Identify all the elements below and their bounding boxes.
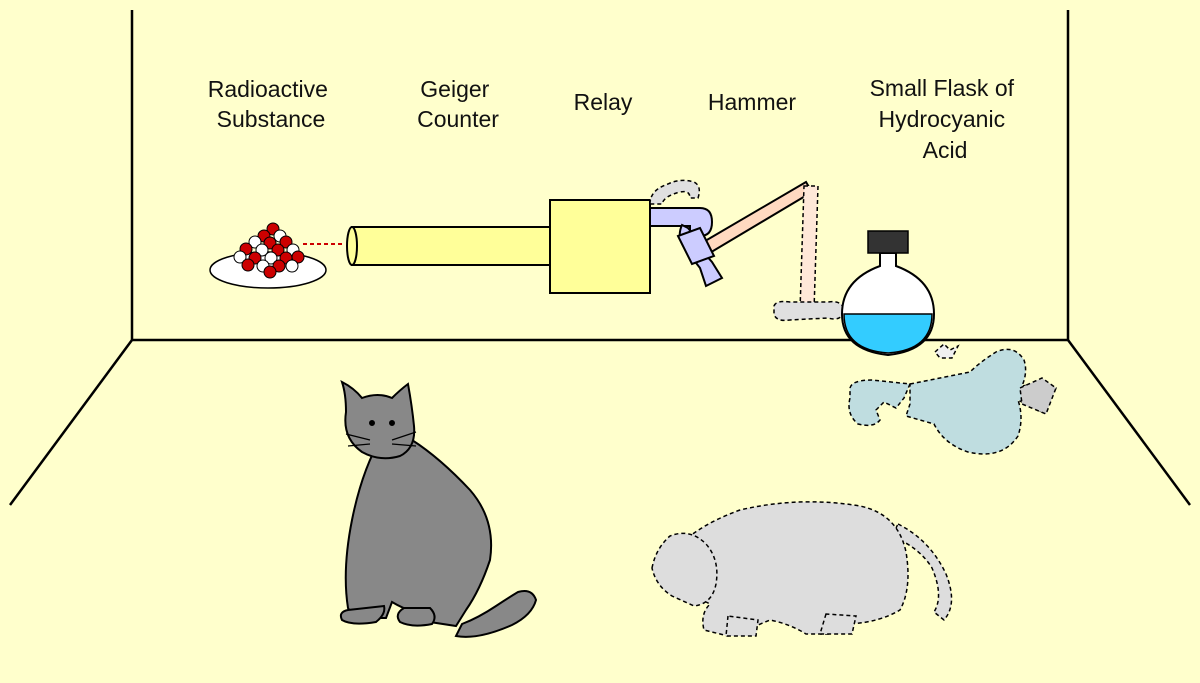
atoms-dish-icon [209,222,345,289]
label-flask: Small Flask of Hydrocyanic Acid [870,75,1021,163]
box-outline [8,10,1192,506]
label-flask-line-2: Hydrocyanic [879,106,1006,132]
atom [291,250,305,264]
atom [263,265,277,279]
lying-cat-icon [651,501,953,637]
label-geiger-line-2: Counter [417,106,499,132]
label-radioactive-substance: Radioactive Substance [208,76,335,132]
flask-icon [840,230,936,357]
label-radioactive-line-2: Substance [217,106,326,132]
atom [241,258,255,272]
atom-cluster [233,222,305,279]
hammer [676,180,814,266]
relay-arm-ghost [649,179,701,205]
atom [264,251,278,265]
label-radioactive-line-1: Radioactive [208,76,328,102]
label-geiger-counter: Geiger Counter [417,76,499,132]
relay-box [549,199,651,294]
sitting-cat-icon [339,380,538,638]
atom [285,259,299,273]
label-flask-line-1: Small Flask of [870,75,1015,101]
atom [233,250,247,264]
label-flask-line-3: Acid [923,137,968,163]
hammer-ghost [773,185,845,322]
geiger-counter-tube [346,226,553,266]
atom [272,259,286,273]
label-hammer: Hammer [708,89,797,115]
label-relay: Relay [574,89,633,115]
label-geiger-line-1: Geiger [420,76,489,102]
broken-flask-icon [848,342,1058,455]
